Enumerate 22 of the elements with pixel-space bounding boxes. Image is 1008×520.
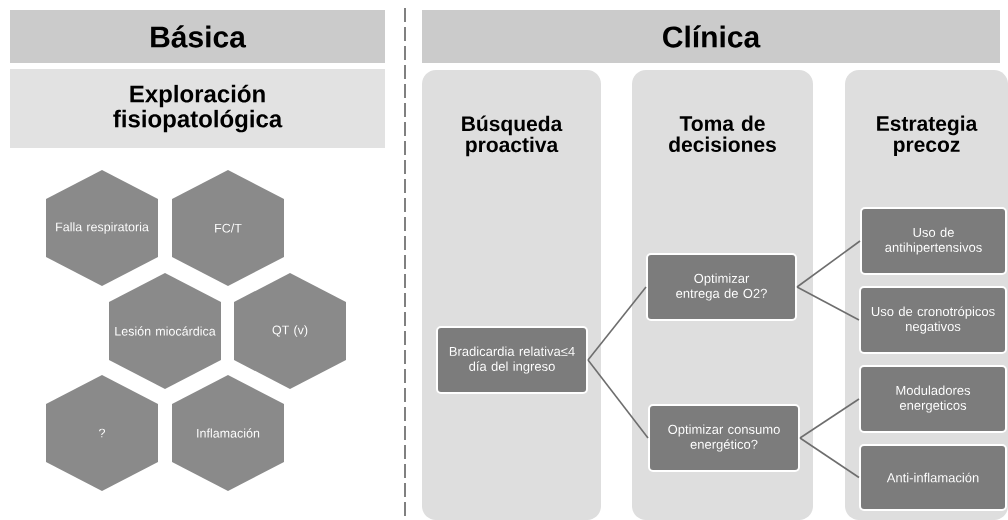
connector-line — [587, 359, 649, 439]
process-box: Optimizar entrega de O2? — [646, 253, 797, 321]
process-box: Anti-inflamación — [859, 444, 1007, 511]
connector-line — [799, 398, 860, 439]
hexagon: ? — [46, 375, 158, 491]
process-box: Bradicardia relativa≤4 día del ingreso — [436, 326, 588, 394]
hexagon: Falla respiratoria — [46, 170, 158, 286]
connector-line — [796, 286, 860, 321]
process-box: Uso de cronotrópicos negativos — [859, 286, 1007, 354]
hexagon: QT (v) — [234, 273, 346, 389]
hexagon: Lesión miocárdica — [109, 273, 221, 389]
title-band: Clínica — [422, 10, 1000, 63]
connector-line — [587, 286, 647, 361]
connector-line — [796, 240, 861, 288]
connector-line — [799, 437, 860, 479]
hexagon: FC/T — [172, 170, 284, 286]
process-box: Uso de antihipertensivos — [860, 207, 1007, 275]
process-box: Optimizar consumo energético? — [648, 404, 800, 472]
process-box: Moduladores energeticos — [859, 365, 1007, 433]
hexagon: Inflamación — [172, 375, 284, 491]
title-band: Básica — [10, 10, 385, 63]
heading-band: Exploración fisiopatológica — [10, 69, 385, 148]
